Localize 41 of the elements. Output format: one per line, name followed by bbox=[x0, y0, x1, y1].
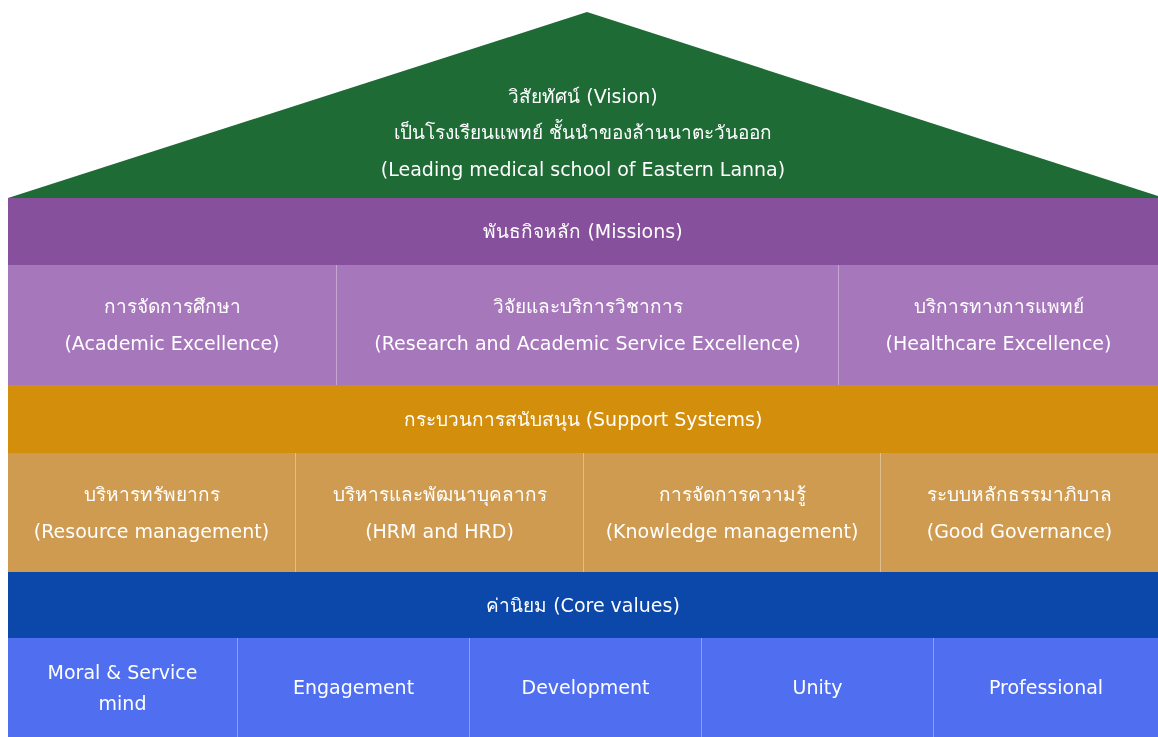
thai-label: วิจัยและบริการวิชาการ bbox=[492, 295, 683, 318]
english-label: เป็นโรงเรียนแพทย์ ชั้นนำของล้านนาตะวันออก bbox=[393, 121, 772, 145]
band-title: กระบวนการสนับสนุน (Support Systems) bbox=[403, 407, 763, 431]
value-cell bbox=[469, 638, 701, 737]
mission-band bbox=[8, 198, 1158, 265]
thai-label: บริหารทรัพยากร bbox=[83, 482, 220, 506]
thai-label: บริหารและพัฒนาบุคลากร bbox=[332, 482, 547, 506]
thai-label: การจัดการศึกษา bbox=[103, 295, 241, 318]
value-cell bbox=[701, 638, 933, 737]
mission-cell bbox=[336, 265, 838, 385]
value-label: Professional bbox=[988, 675, 1104, 701]
vision-heading: วิสัยทัศน์ (Vision) bbox=[508, 84, 658, 108]
value-cell bbox=[237, 638, 469, 737]
support-band bbox=[8, 385, 1158, 453]
support-cell bbox=[295, 453, 583, 572]
english-label: (Resource management) bbox=[33, 519, 270, 543]
mission-cell bbox=[8, 265, 336, 385]
english-label: (Academic Excellence) bbox=[64, 332, 280, 355]
thai-label: บริการทางการแพทย์ bbox=[913, 295, 1084, 318]
support-cell bbox=[880, 453, 1158, 572]
english-label: (Leading medical school of Eastern Lanna) bbox=[380, 158, 786, 181]
value-label: Moral & Service mind bbox=[46, 660, 199, 716]
core-values-band bbox=[8, 572, 1158, 638]
vision-roof bbox=[8, 12, 1158, 198]
band-title: พันธกิจหลัก (Missions) bbox=[483, 220, 683, 243]
english-label: (Good Governance) bbox=[926, 519, 1113, 543]
english-label: (Knowledge management) bbox=[605, 519, 859, 543]
value-cell bbox=[8, 638, 237, 737]
support-cell bbox=[583, 453, 880, 572]
value-cell bbox=[933, 638, 1158, 737]
band-title: ค่านิยม (Core values) bbox=[486, 593, 680, 617]
support-cell bbox=[8, 453, 295, 572]
value-label: Development bbox=[521, 675, 650, 701]
english-label: (Healthcare Excellence) bbox=[885, 332, 1112, 355]
thai-label: การจัดการความรู้ bbox=[658, 482, 806, 506]
thai-label: ระบบหลักธรรมาภิบาล bbox=[927, 482, 1112, 506]
value-label: Unity bbox=[792, 675, 843, 701]
value-label: Engagement bbox=[292, 675, 415, 701]
english-label: (Research and Academic Service Excellence) bbox=[374, 332, 801, 355]
mission-cell bbox=[838, 265, 1158, 385]
english-label: (HRM and HRD) bbox=[365, 519, 514, 543]
